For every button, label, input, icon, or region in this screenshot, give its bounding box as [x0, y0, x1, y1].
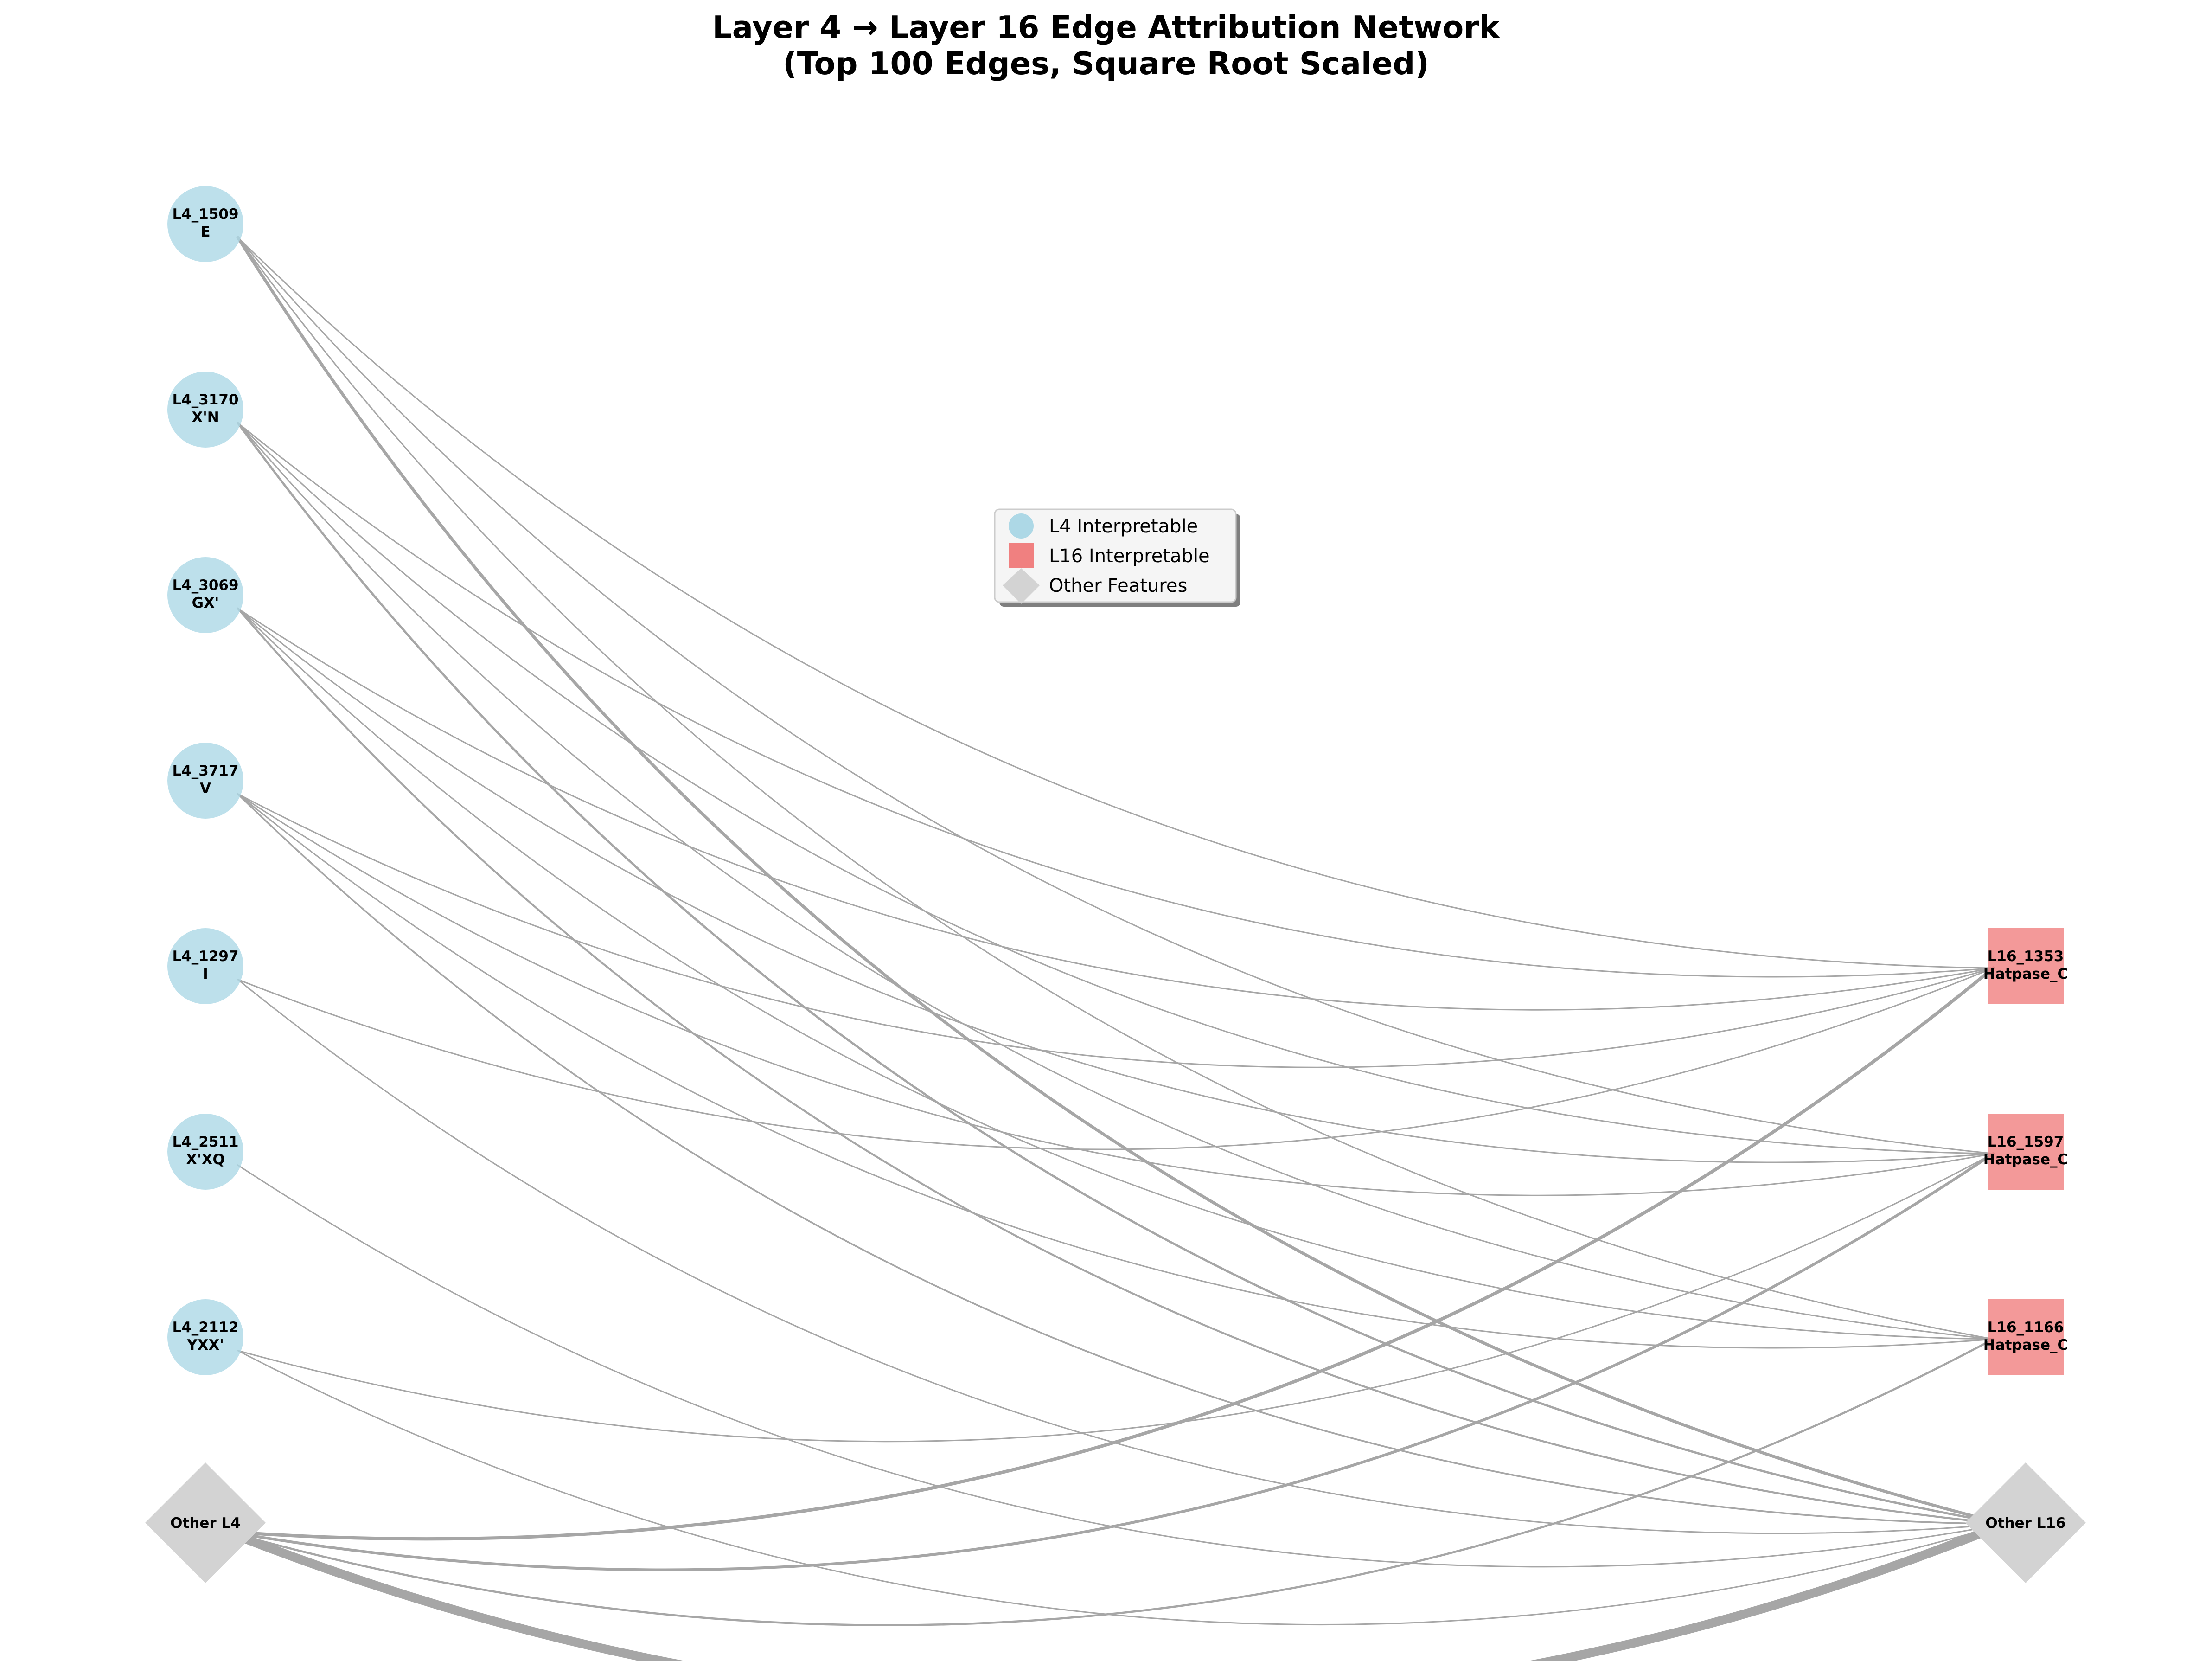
- edge-l4-3170-to-l16-1597: [237, 422, 1994, 1154]
- edge-l4-3069-to-other-l16: [237, 607, 2005, 1525]
- node-label-l4-2511-name: L4_2511: [172, 1134, 238, 1150]
- edges-layer: [222, 236, 2009, 1661]
- node-shape-other-l4: [145, 1462, 266, 1583]
- edge-l4-1509-to-l16-1166: [237, 237, 1994, 1340]
- legend-label-l4: L4 Interpretable: [1049, 516, 1198, 537]
- node-label-l4-3717-sub: V: [200, 780, 211, 797]
- node-shape-l4-2112: [167, 1299, 243, 1375]
- edge-other-l4-to-other-l16: [222, 1519, 2009, 1661]
- edge-l4-1297-to-other-l16: [237, 979, 2005, 1534]
- title-line-1: Layer 4 → Layer 16 Edge Attribution Netw…: [712, 9, 1500, 45]
- legend-item-l4: L4 Interpretable: [1009, 513, 1198, 539]
- node-shape-l16-1597: [1988, 1114, 2064, 1190]
- edge-l4-3170-to-l16-1353: [237, 422, 1994, 978]
- node-shape-l4-2511: [167, 1114, 243, 1190]
- edge-other-l4-to-l16-1166: [226, 1338, 1995, 1626]
- legend-frame: [994, 508, 1237, 603]
- node-other-l4[interactable]: Other L4: [145, 1462, 266, 1583]
- node-label-l4-1509-sub: E: [200, 224, 210, 240]
- node-label-l16-1166-sub: Hatpase_C: [1983, 1337, 2068, 1353]
- title-line-2: (Top 100 Edges, Square Root Scaled): [783, 45, 1429, 82]
- edge-l4-3170-to-other-l16: [237, 422, 2005, 1526]
- legend-label-other: Other Features: [1049, 575, 1187, 596]
- edge-l4-2511-to-other-l16: [237, 1164, 2005, 1568]
- edge-l4-2112-to-l16-1597: [237, 1153, 1994, 1443]
- legend-diamond-marker: [1003, 568, 1040, 604]
- node-shape-other-l16: [1965, 1462, 2086, 1583]
- node-shape-l4-3717: [167, 743, 243, 819]
- edge-l4-3069-to-l16-1166: [237, 608, 1994, 1340]
- edge-l4-1297-to-l16-1353: [237, 967, 1994, 1150]
- node-shape-l4-1509: [167, 186, 243, 262]
- node-label-l4-2511-sub: X'XQ: [186, 1151, 225, 1168]
- edge-l4-1509-to-l16-1597: [237, 237, 1994, 1154]
- edge-l4-1509-to-other-l16: [236, 236, 2006, 1526]
- legend: L4 Interpretable L16 Interpretable Other…: [994, 508, 1240, 607]
- node-label-l4-3069-name: L4_3069: [172, 577, 238, 594]
- node-label-l4-3170-sub: X'N: [192, 409, 219, 426]
- legend-label-l16: L16 Interpretable: [1049, 545, 1210, 567]
- node-label-l4-2112-name: L4_2112: [172, 1319, 238, 1336]
- node-shape-l4-1297: [167, 928, 243, 1004]
- edge-other-l4-to-l16-1353: [225, 966, 1995, 1541]
- node-label-l4-2112-sub: YXX': [186, 1337, 224, 1353]
- node-shape-l4-3069: [167, 557, 243, 633]
- legend-item-other: Other Features: [1003, 568, 1187, 604]
- node-shape-l16-1166: [1988, 1299, 2064, 1375]
- edge-l4-3170-to-l16-1166: [237, 422, 1994, 1340]
- node-label-l16-1353-name: L16_1353: [1988, 948, 2064, 965]
- legend-item-l16: L16 Interpretable: [1009, 543, 1210, 568]
- node-label-l16-1597-name: L16_1597: [1988, 1134, 2064, 1150]
- node-label-l16-1597-sub: Hatpase_C: [1983, 1151, 2068, 1168]
- node-shape-l4-3170: [167, 372, 243, 448]
- edge-l4-3717-to-other-l16: [237, 793, 2005, 1525]
- node-other-l16[interactable]: Other L16: [1965, 1462, 2086, 1583]
- edge-l4-3069-to-l16-1597: [237, 608, 1994, 1163]
- edge-l4-3069-to-l16-1353: [237, 608, 1994, 1011]
- node-label-l16-1166-name: L16_1166: [1988, 1319, 2064, 1336]
- edge-l4-3717-to-l16-1353: [237, 793, 1994, 1068]
- edge-other-l4-to-l16-1597: [225, 1152, 1995, 1571]
- node-label-other-l16-name: Other L16: [1985, 1515, 2065, 1532]
- chart-title: Layer 4 → Layer 16 Edge Attribution Netw…: [712, 9, 1500, 82]
- node-label-l4-1297-sub: I: [203, 966, 208, 982]
- legend-circle-marker: [1009, 513, 1034, 539]
- node-label-l16-1353-sub: Hatpase_C: [1983, 966, 2068, 982]
- node-label-l4-1509-name: L4_1509: [172, 206, 238, 223]
- node-label-l4-3717-name: L4_3717: [172, 763, 238, 779]
- node-label-l4-1297-name: L4_1297: [172, 948, 238, 965]
- node-label-l4-3069-sub: GX': [192, 595, 219, 611]
- edge-l4-3717-to-l16-1166: [237, 793, 1994, 1349]
- node-label-other-l4-name: Other L4: [170, 1515, 241, 1532]
- legend-square-marker: [1009, 543, 1034, 568]
- node-label-l4-3170-name: L4_3170: [172, 391, 238, 408]
- node-shape-l16-1353: [1988, 928, 2064, 1004]
- edge-l4-1509-to-l16-1353: [237, 237, 1994, 969]
